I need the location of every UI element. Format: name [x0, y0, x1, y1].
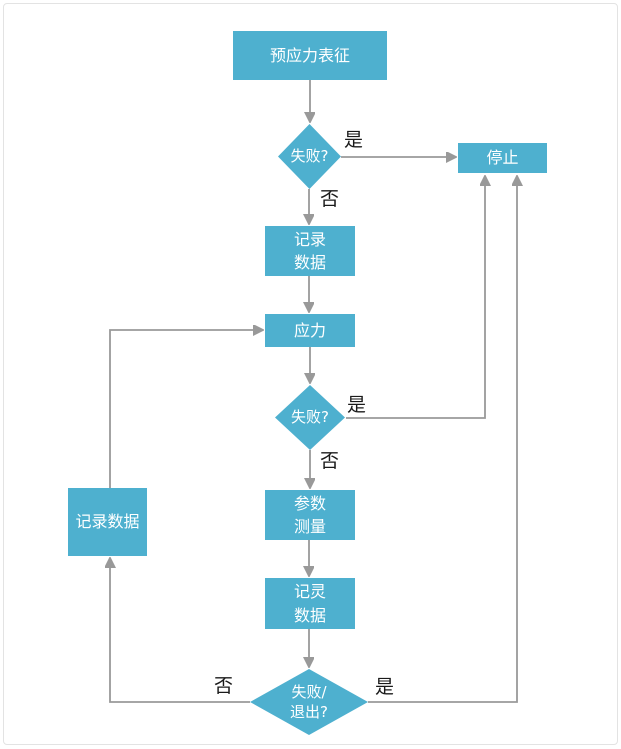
edge-fail2-yes-to-stop [346, 176, 485, 419]
decision-fail-2: 失败? [275, 385, 345, 450]
node-parameter-measurement: 参数 测量 [265, 490, 355, 540]
node-record-data-1: 记录 数据 [265, 226, 355, 276]
node-label: 停止 [486, 148, 519, 168]
node-prestress-characterization: 预应力表征 [233, 31, 387, 80]
edge-label-no-3: 否 [214, 675, 234, 697]
node-label-line1: 记灵 [293, 582, 326, 602]
page-border [3, 3, 618, 745]
node-label: 记录数据 [75, 512, 140, 532]
edge-label-no-2: 否 [320, 450, 340, 472]
node-label-line1: 记录 [293, 229, 326, 249]
node-label: 应力 [293, 320, 326, 340]
node-label-line1: 参数 [293, 493, 326, 513]
node-label-line2: 数据 [293, 605, 326, 625]
node-label: 失败? [291, 407, 329, 426]
node-record-data-left: 记录数据 [68, 488, 147, 556]
node-label: 预应力表征 [269, 45, 350, 65]
edge-recordleft-to-stress [109, 330, 263, 488]
node-stress: 应力 [265, 314, 355, 347]
edge-label-yes-1: 是 [344, 129, 364, 151]
edge-label-yes-2: 是 [347, 394, 367, 416]
edge-label-yes-3: 是 [375, 676, 395, 698]
edge-label-no-1: 否 [320, 188, 340, 210]
node-label: 失败? [290, 146, 329, 165]
node-stop: 停止 [458, 143, 547, 173]
decision-fail-exit: 失败/ 退出? [250, 669, 368, 735]
node-record-data-2: 记灵 数据 [265, 578, 355, 629]
node-label-line2: 数据 [293, 253, 326, 272]
node-label-line1: 失败/ [291, 682, 327, 701]
node-label-line2: 测量 [293, 517, 326, 536]
decision-fail-1: 失败? [278, 124, 341, 189]
edge-failexit-yes-to-stop [368, 176, 517, 703]
node-label-line2: 退出? [290, 703, 328, 721]
